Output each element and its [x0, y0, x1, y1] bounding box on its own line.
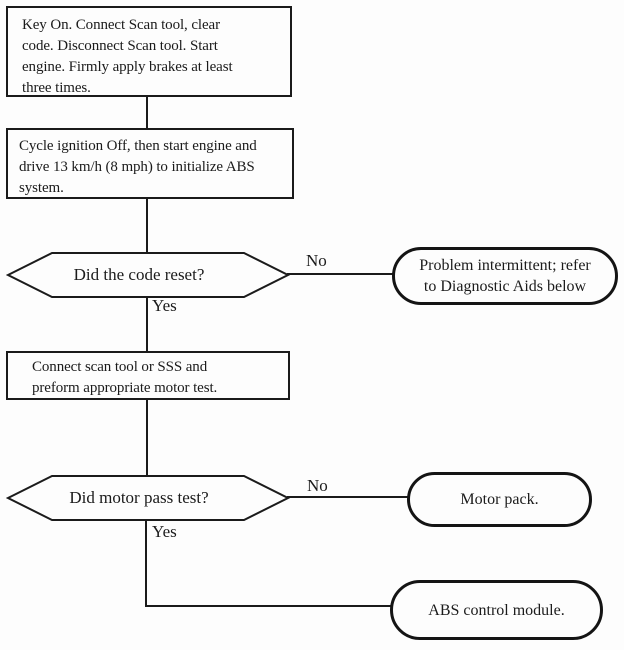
- connector-decision2-yes-branch-vertical: [145, 519, 147, 607]
- decision-code-reset-question: Did the code reset?: [73, 265, 205, 284]
- terminator-abs-control-module: ABS control module.: [390, 580, 603, 640]
- decision-hexagon-icon: [6, 475, 290, 521]
- terminator-abs-control-module-text: ABS control module.: [428, 601, 565, 619]
- process-box-key-on-text: Key On. Connect Scan tool, clear code. D…: [22, 17, 233, 96]
- process-box-connect-scan-tool-text: Connect scan tool or SSS and preform app…: [32, 359, 218, 396]
- connector-decision2-yes-branch-horizontal: [145, 605, 392, 607]
- terminator-motor-pack-text: Motor pack.: [460, 491, 539, 508]
- decision-code-reset: Did the code reset?: [6, 251, 290, 299]
- connector-step3-to-decision2: [146, 400, 148, 476]
- process-box-key-on: Key On. Connect Scan tool, clear code. D…: [6, 6, 292, 97]
- decision-hexagon-icon: [6, 252, 290, 298]
- decision-motor-pass-question: Did motor pass test?: [69, 488, 209, 507]
- no-label-decision2: No: [307, 476, 328, 495]
- decision-motor-pass: Did motor pass test?: [6, 474, 290, 522]
- yes-label-decision2: Yes: [152, 522, 177, 541]
- process-box-connect-scan-tool: Connect scan tool or SSS and preform app…: [6, 351, 290, 400]
- process-box-cycle-ignition-text: Cycle ignition Off, then start engine an…: [19, 138, 257, 196]
- yes-label-decision1: Yes: [152, 296, 177, 315]
- process-box-cycle-ignition: Cycle ignition Off, then start engine an…: [6, 128, 294, 199]
- connector-decision2-no-branch: [287, 496, 409, 498]
- connector-step2-to-decision1: [146, 199, 148, 253]
- connector-decision1-yes-branch: [146, 296, 148, 351]
- terminator-problem-intermittent: Problem intermittent; refer to Diagnosti…: [392, 247, 618, 305]
- connector-step1-to-step2: [146, 97, 148, 128]
- no-label-decision1: No: [306, 251, 327, 270]
- connector-decision1-no-branch: [287, 273, 394, 275]
- terminator-motor-pack: Motor pack.: [407, 472, 592, 527]
- terminator-problem-intermittent-text: Problem intermittent; refer to Diagnosti…: [419, 257, 591, 295]
